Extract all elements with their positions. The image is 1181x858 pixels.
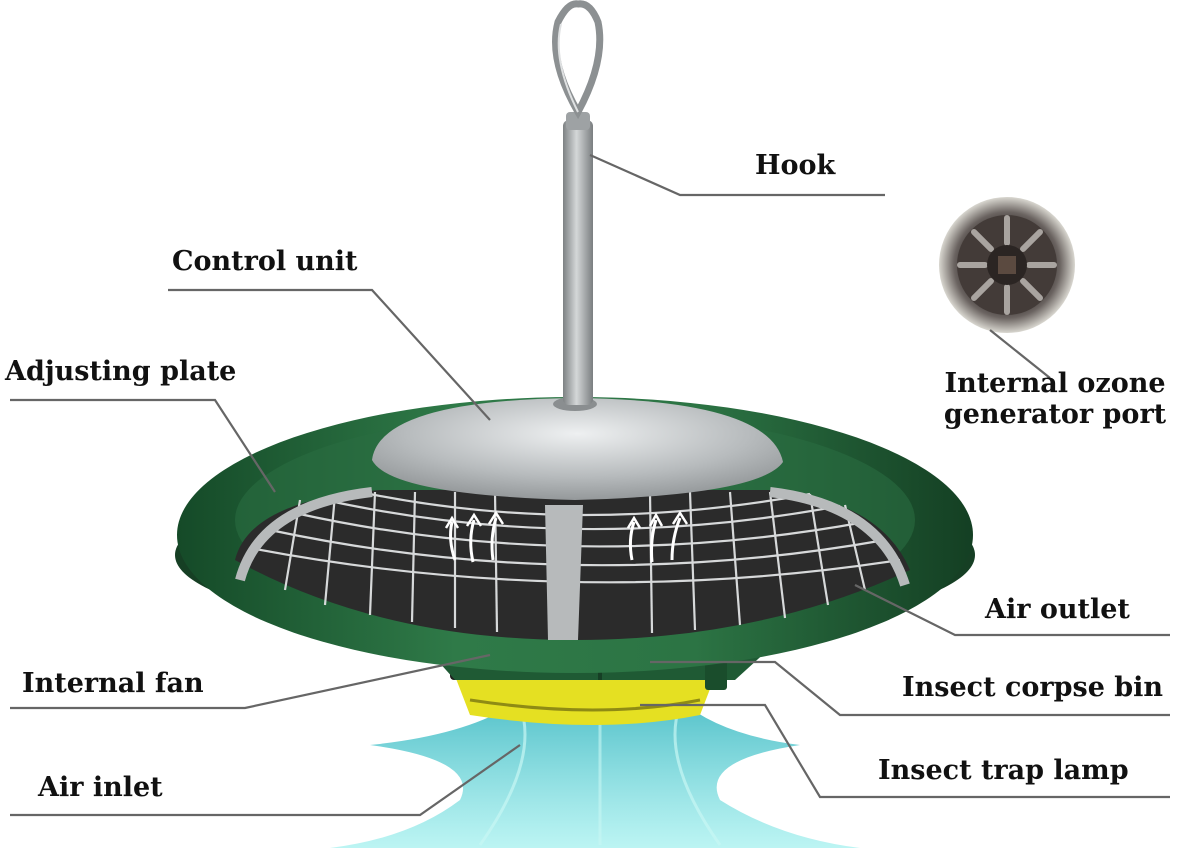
label-air-inlet: Air inlet [38,772,163,803]
label-internal-ozone-generator-port: Internal ozone generator port [935,368,1175,430]
ozone-port-inset [939,197,1075,333]
hook-pole [552,0,604,405]
label-ozone-line-1: Internal ozone [944,368,1166,399]
leader-trap-lamp [640,703,1170,799]
label-air-outlet: Air outlet [985,594,1130,625]
leader-ozone-port [989,329,1051,379]
leader-lines [10,153,1170,817]
label-adjusting-plate: Adjusting plate [5,356,237,387]
leader-internal-fan [10,653,491,710]
leader-hook [589,153,885,197]
airflow-arrows [444,510,689,563]
label-insect-trap-lamp: Insect trap lamp [878,755,1129,786]
air-outlet-grill [235,487,910,640]
leader-adjusting-plate [10,398,276,493]
leader-control-unit [168,288,491,421]
leader-air-inlet [10,744,521,817]
label-hook: Hook [755,150,836,181]
leader-corpse-bin [650,660,1170,717]
label-ozone-line-2: generator port [943,399,1167,431]
label-internal-fan: Internal fan [22,668,204,699]
label-insect-corpse-bin: Insect corpse bin [902,672,1164,703]
leader-air-outlet [854,584,1170,637]
airflow-inlet [330,700,860,848]
label-control-unit: Control unit [172,246,358,277]
